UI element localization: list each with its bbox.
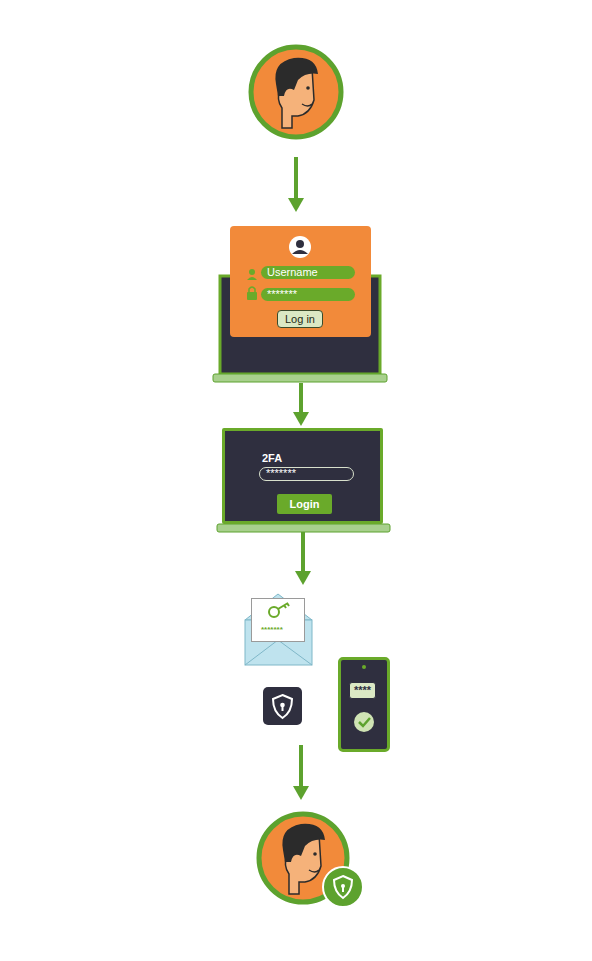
login-button: Login xyxy=(277,494,332,514)
password-field: ******* xyxy=(261,288,355,301)
secured-user-avatar xyxy=(259,814,363,907)
phone-icons xyxy=(341,660,387,749)
avatar-icon xyxy=(230,226,371,266)
button-label: Login xyxy=(290,498,320,510)
two-factor-screen: 2FA ******* Login xyxy=(222,428,383,524)
code-field: ******* xyxy=(259,467,354,481)
heading: 2FA xyxy=(262,453,282,464)
flow-arrow xyxy=(295,532,311,585)
key-icon xyxy=(252,599,306,625)
shield-icon xyxy=(263,687,302,725)
code-text: ******* xyxy=(261,626,283,634)
envelope xyxy=(245,594,312,665)
flow-arrow xyxy=(293,383,309,426)
login-dialog: Username ******* Log in xyxy=(230,226,371,337)
arrow-head xyxy=(293,786,309,800)
username-field: Username xyxy=(261,266,355,279)
phone-sms: **** xyxy=(338,657,390,752)
laptop-base xyxy=(217,524,390,532)
arrow-head xyxy=(288,198,304,212)
flow-arrow xyxy=(299,745,303,788)
email-letter: ******* xyxy=(251,598,305,642)
button-label: Log in xyxy=(285,313,315,325)
user-avatar xyxy=(251,47,341,137)
flow-arrow xyxy=(294,157,298,200)
sms-bubble: **** xyxy=(349,682,376,699)
login-button: Log in xyxy=(277,310,323,328)
